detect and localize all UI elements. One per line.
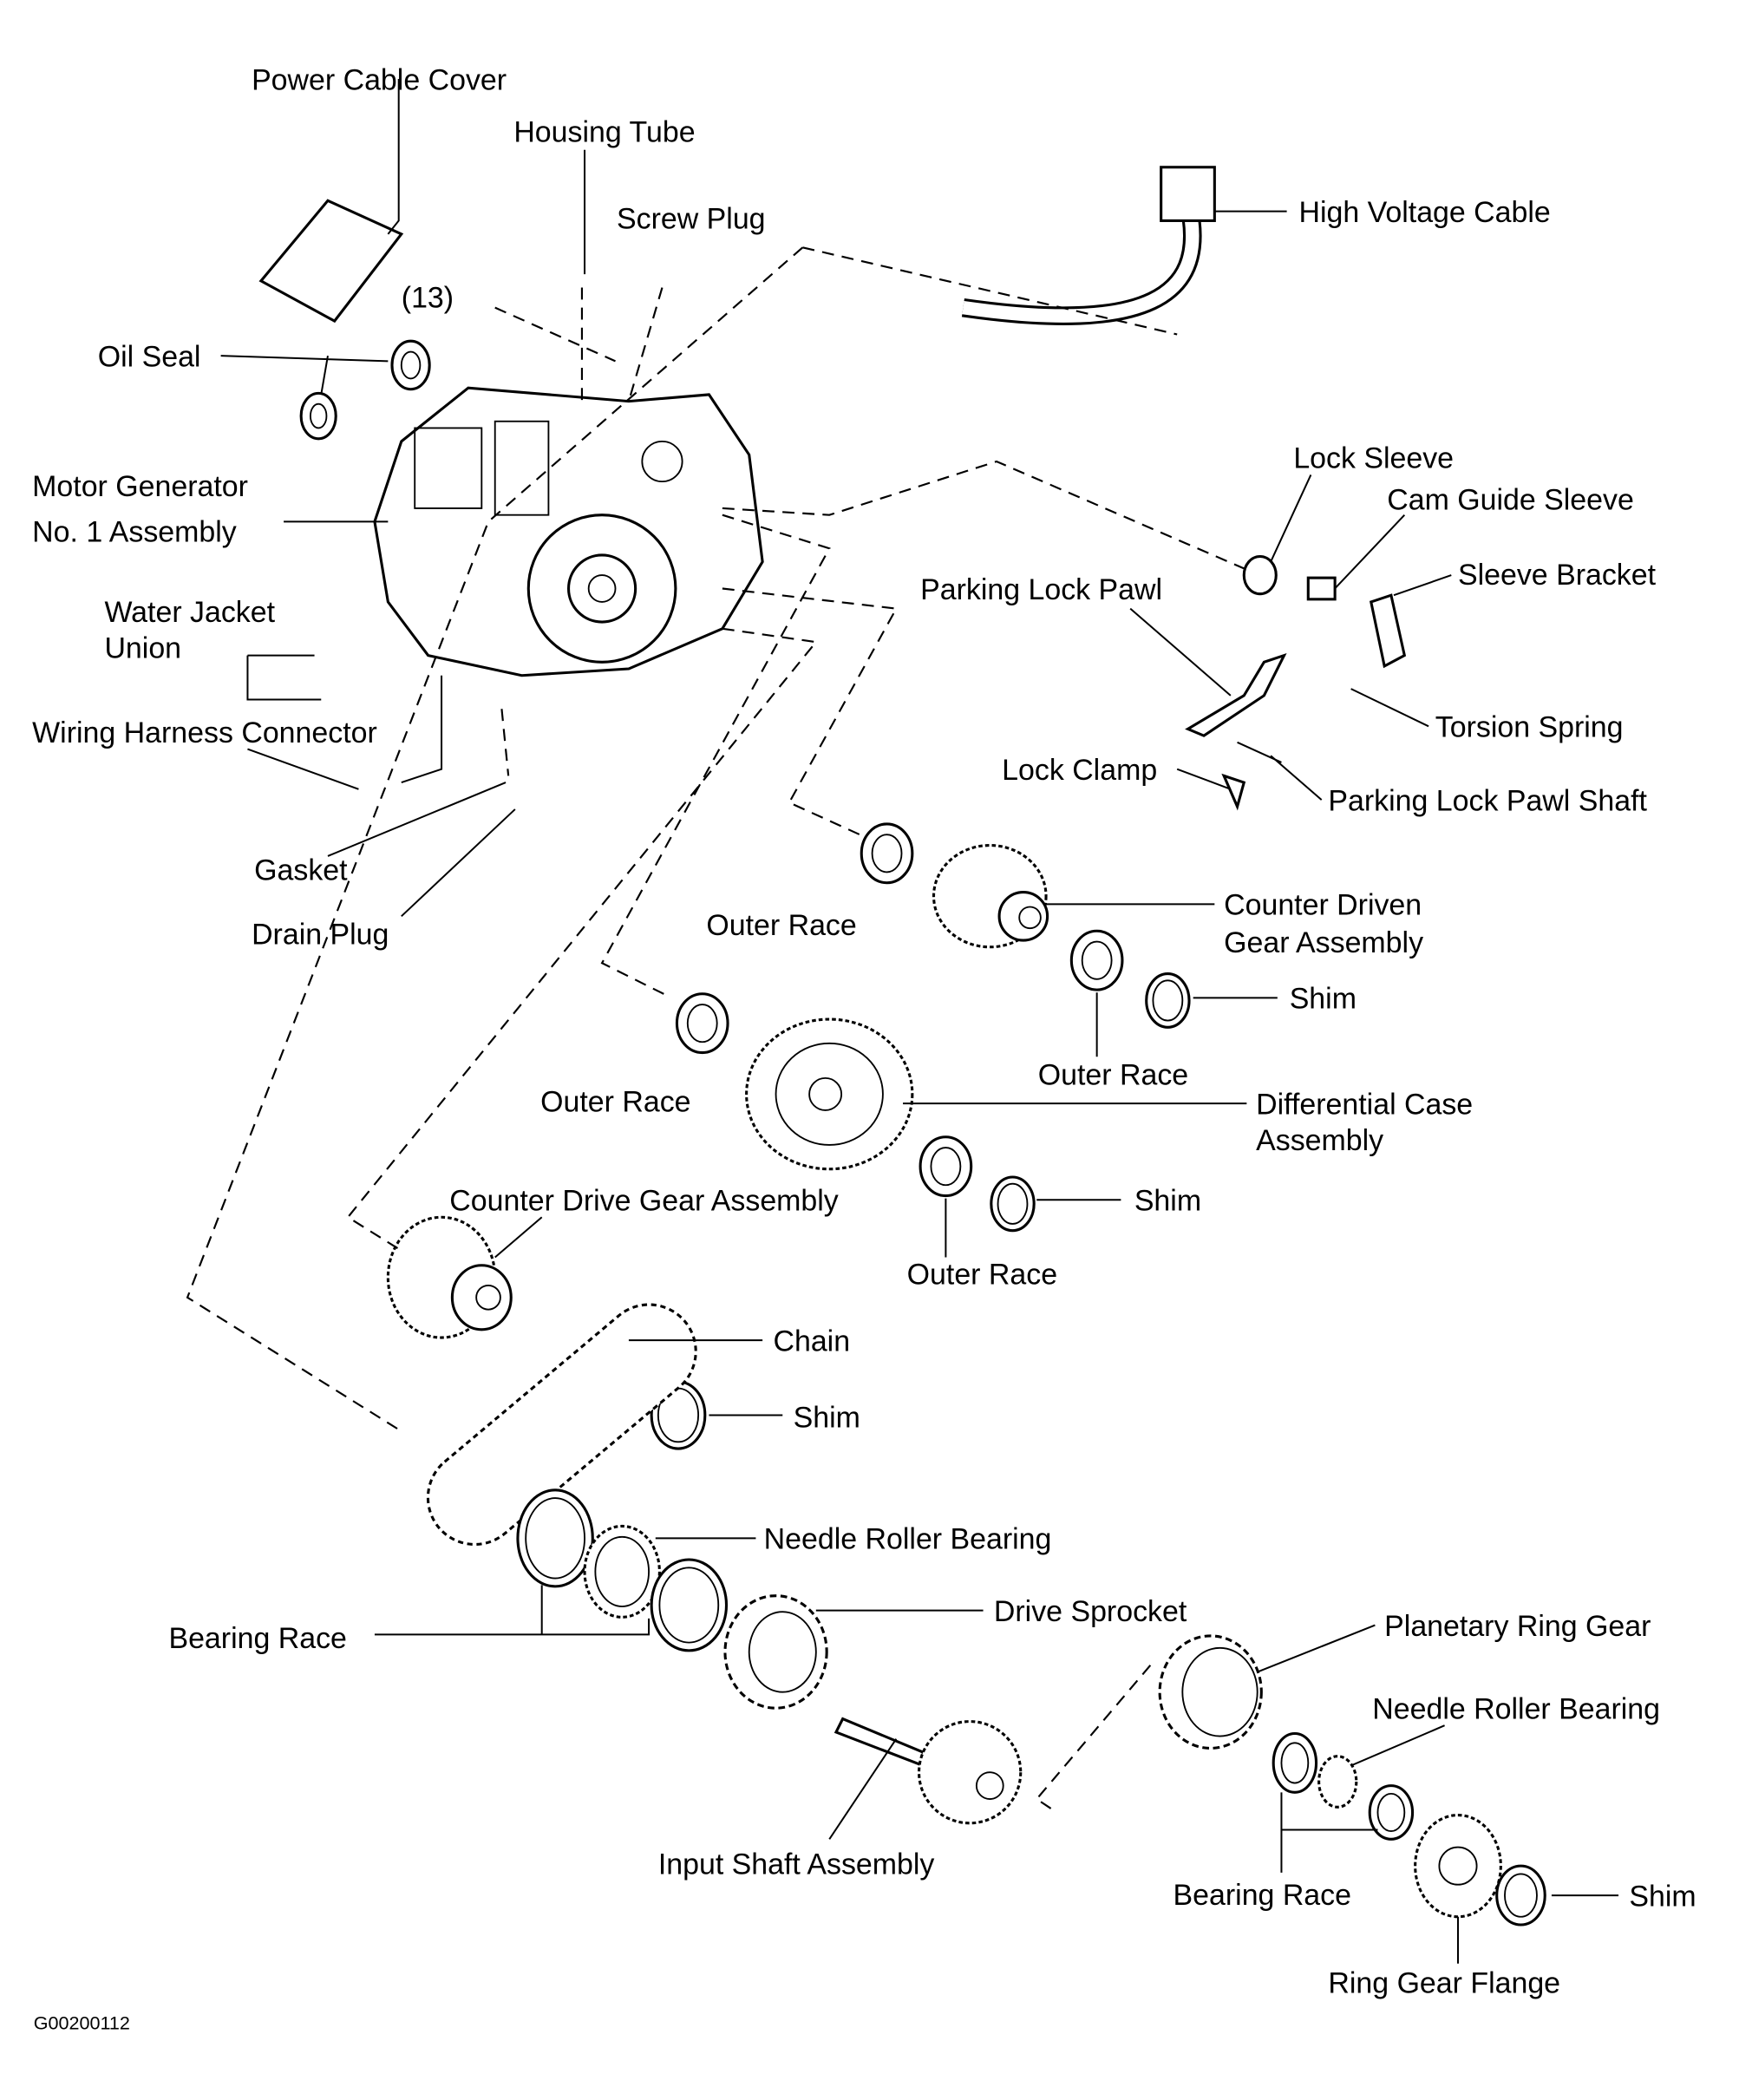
label-power-cable-cover: Power Cable Cover [252,63,507,96]
label-assembly: Assembly [1256,1124,1383,1157]
bearings-and-races-lower [516,1488,729,1652]
label-needle-roller-bearing: Needle Roller Bearing [1372,1693,1660,1726]
label-outer-race: Outer Race [706,909,856,942]
label-shim: Shim [1629,1880,1696,1913]
label-shim: Shim [1290,983,1357,1016]
differential-case [745,1017,914,1171]
label-outer-race: Outer Race [907,1258,1057,1291]
label-torsion-spring: Torsion Spring [1435,711,1624,744]
leader-lines [220,78,1619,1964]
label-differential-case: Differential Case [1256,1089,1473,1122]
label-motor-generator: Motor Generator [32,470,248,503]
label-chain: Chain [773,1325,850,1357]
label-lock-clamp: Lock Clamp [1002,754,1157,787]
drive-sprocket [723,1594,828,1710]
alignment-dashed-lines [186,246,1245,1814]
label-torque-13: (13) [402,282,454,315]
label-ring-gear-flange: Ring Gear Flange [1328,1967,1560,2000]
chain [426,1303,697,1547]
label-high-voltage-cable: High Voltage Cable [1298,196,1550,229]
label-counter-driven: Counter Driven [1224,889,1422,922]
label-drive-sprocket: Drive Sprocket [994,1595,1187,1628]
label-screw-plug: Screw Plug [617,203,766,236]
label-bearing-race: Bearing Race [168,1622,346,1655]
figure-code: G00200112 [34,2012,130,2033]
motor-generator-housing [373,386,764,677]
label-gasket: Gasket [254,854,348,887]
label-outer-race: Outer Race [540,1085,690,1118]
label-planetary-ring-gear: Planetary Ring Gear [1384,1610,1651,1643]
label-wiring-harness-connector: Wiring Harness Connector [32,716,377,749]
label-needle-roller-bearing: Needle Roller Bearing [764,1523,1052,1556]
label-water-jacket: Water Jacket [104,596,275,629]
label-parking-lock-pawl: Parking Lock Pawl [920,573,1162,606]
label-parking-lock-pawl-shaft: Parking Lock Pawl Shaft [1328,784,1647,817]
label-shim: Shim [1134,1185,1201,1218]
counter-drive-gear [386,1215,513,1339]
power-cable-cover [258,199,404,324]
oil-seals [299,339,431,441]
label-input-shaft-assembly: Input Shaft Assembly [658,1848,935,1881]
label-housing-tube: Housing Tube [513,115,695,148]
label-outer-race: Outer Race [1038,1059,1188,1092]
label-sleeve-bracket: Sleeve Bracket [1458,559,1657,592]
label-shim: Shim [794,1401,860,1434]
label-drain-plug: Drain Plug [252,919,389,952]
label-lock-sleeve: Lock Sleeve [1293,442,1454,475]
label-counter-drive-gear-assembly: Counter Drive Gear Assembly [449,1185,839,1218]
input-shaft [834,1717,1023,1825]
counter-driven-gear [932,844,1049,949]
high-voltage-cable [961,166,1216,325]
part-labels: Power Cable Cover Housing Tube Screw Plu… [32,63,1696,2033]
label-bearing-race: Bearing Race [1173,1879,1351,1912]
label-gear-assembly: Gear Assembly [1224,926,1423,959]
label-cam-guide-sleeve: Cam Guide Sleeve [1387,484,1634,517]
lock-sleeve-parts [1185,554,1407,811]
planetary-ring-gear-parts [1158,1634,1546,1927]
label-union: Union [104,632,181,665]
label-oil-seal: Oil Seal [98,341,201,374]
label-no1-assembly: No. 1 Assembly [32,516,237,549]
